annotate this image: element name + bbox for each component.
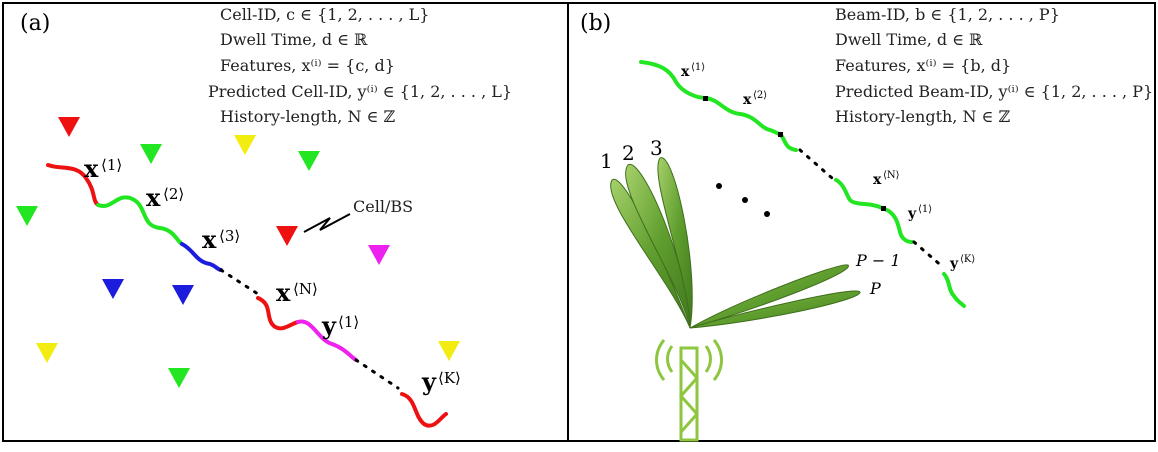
label-sup: ⟨K⟩ [438,369,461,387]
beam-p [689,290,861,329]
base-station-icon [168,368,190,388]
trajectory-segment [180,242,223,272]
panel-a-tag: (a) [20,11,50,36]
beam-labels: 1 2 3 P − 1 P [600,136,901,298]
trajectory-segment [639,60,708,100]
ellipsis-dot [716,183,722,189]
header-line: History-length, N ∈ ℤ [835,107,1010,126]
trajectory-a [46,163,448,428]
label-sup: ⟨2⟩ [753,90,767,101]
base-station-icon [102,279,124,299]
base-station-icon [172,285,194,305]
beam-p-minus-1 [689,264,849,329]
panel-a-header: Cell-ID, c ∈ {1, 2, . . . , L} Dwell Tim… [208,5,512,126]
header-line: Cell-ID, c ∈ {1, 2, . . . , L} [220,5,429,24]
label-sup: ⟨2⟩ [163,185,184,203]
signal-arc [712,339,723,381]
base-station-icon [438,341,460,361]
header-line: Dwell Time, d ∈ ℝ [220,30,368,49]
label-sup: ⟨1⟩ [338,313,359,331]
base-station-icon [234,135,256,155]
base-station-icon [58,117,80,137]
label-x: x [202,225,217,254]
callout-label: Cell/BS [353,197,413,216]
label-sup: ⟨1⟩ [691,62,705,73]
trajectory-segment [834,178,884,210]
trajectory-segment [96,195,184,246]
beam-label: 1 [600,149,613,173]
beam-3 [657,157,693,329]
panel-b-header: Beam-ID, b ∈ {1, 2, . . . , P} Dwell Tim… [835,5,1153,126]
label-sup: ⟨N⟩ [293,280,318,298]
beam-label: 2 [622,141,635,165]
label-sup: ⟨1⟩ [101,156,122,174]
dotted-gap [798,148,834,180]
dotted-gap [912,240,946,270]
ellipsis-dot [764,211,770,217]
label-sup: ⟨N⟩ [883,170,900,181]
trajectory-segment [880,206,914,244]
signal-arc [666,345,674,373]
point-marker [703,96,708,101]
base-station-icon [298,151,320,171]
antenna-beams [610,157,861,329]
header-line: Features, x⁽ⁱ⁾ = {b, d} [835,56,1011,75]
label-x: x [146,183,161,212]
panel-b [567,2,1156,442]
label-y: y [949,256,959,272]
header-line: Features, x⁽ⁱ⁾ = {c, d} [220,56,395,75]
panel-b-tag: (b) [580,11,611,36]
header-line: Beam-ID, b ∈ {1, 2, . . . , P} [835,5,1060,24]
point-marker [881,206,886,211]
label-sup: ⟨1⟩ [918,204,932,215]
base-station-icon [140,144,162,164]
base-station-icon [16,206,38,226]
header-line: Predicted Beam-ID, y⁽ⁱ⁾ ∈ {1, 2, . . . ,… [835,82,1153,101]
panel-b-labels: x ⟨1⟩ x ⟨2⟩ x ⟨N⟩ y ⟨1⟩ y ⟨K⟩ [681,62,975,272]
beam-label: P [869,279,881,298]
label-x: x [681,64,690,80]
beam-label: 3 [650,136,663,160]
header-line: History-length, N ∈ ℤ [220,107,395,126]
trajectory-segment [46,163,100,207]
label-sup: ⟨K⟩ [960,254,975,265]
dotted-gap [354,358,400,390]
label-x: x [84,154,99,183]
base-stations [16,117,460,388]
base-station-icon [368,245,390,265]
header-line: Dwell Time, d ∈ ℝ [835,30,983,49]
label-x: x [873,172,882,188]
dotted-gap [219,268,260,296]
tower-lattice [678,359,700,433]
tower-icon [655,339,723,442]
trajectory-segment [296,319,358,362]
trajectory-segment [942,272,966,308]
lightning-icon [303,213,351,233]
label-x: x [743,92,752,108]
point-marker [778,132,783,137]
header-line: Predicted Cell-ID, y⁽ⁱ⁾ ∈ {1, 2, . . . ,… [208,82,512,101]
beam-label: P − 1 [855,251,901,270]
signal-arc [655,339,666,381]
panel-a-labels: x ⟨1⟩ x ⟨2⟩ x ⟨3⟩ x ⟨N⟩ y ⟨1⟩ y ⟨K⟩ [84,154,461,396]
trajectory-segment [400,392,448,428]
label-y: y [321,311,337,340]
label-y: y [907,206,917,222]
base-station-icon [36,343,58,363]
trajectory-segment [704,96,782,136]
label-sup: ⟨3⟩ [219,227,240,245]
signal-arc [704,345,712,373]
label-y: y [421,367,437,396]
base-station-icon [276,226,298,246]
trajectory-segment [256,296,300,331]
label-x: x [276,278,291,307]
ellipsis-dot [742,197,748,203]
